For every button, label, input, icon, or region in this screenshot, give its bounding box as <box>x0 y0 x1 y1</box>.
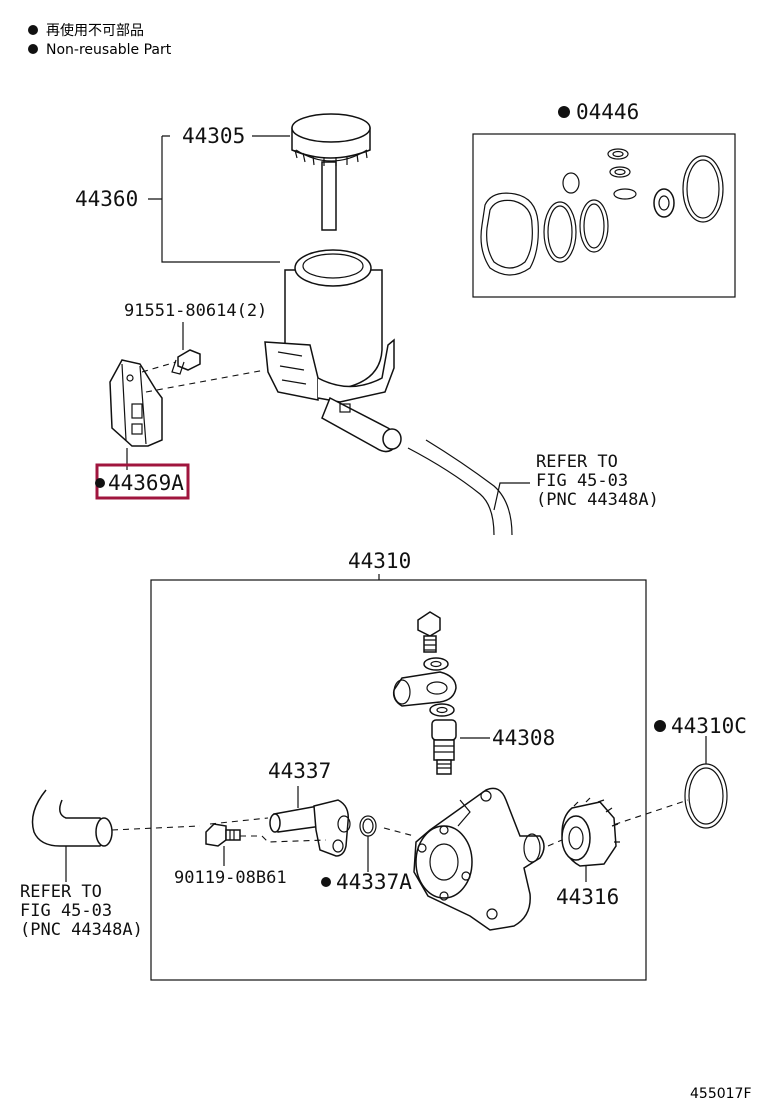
bracket-drawing <box>109 359 163 447</box>
flow-control-valve-drawing <box>431 719 457 775</box>
non-reusable-bullet-icon <box>654 720 666 732</box>
hose-leader <box>111 825 201 831</box>
legend-en: Non-reusable Part <box>46 42 172 58</box>
callout-44305: 44305 <box>182 124 245 148</box>
bolt-90119-drawing <box>205 823 241 847</box>
callout-44337a: 44337A <box>336 870 412 894</box>
suction-hose-drawing <box>31 789 113 847</box>
union-bolt-drawing <box>392 611 457 717</box>
ref-top-line1: REFER TO <box>536 452 618 472</box>
callout-90119: 90119-08B61 <box>174 868 287 888</box>
pump-assembly-box <box>150 579 647 981</box>
non-reusable-bullet-icon <box>95 478 105 488</box>
bolt-leader <box>141 361 177 373</box>
callout-44316: 44316 <box>556 885 619 909</box>
ref-bottom-line3: (PNC 44348A) <box>20 920 143 940</box>
non-reusable-bullet-icon <box>28 44 38 54</box>
ref-bottom-line2: FIG 45-03 <box>20 901 112 921</box>
legend: 再使用不可部品 Non-reusable Part <box>28 22 172 58</box>
bolt-90119-leader <box>240 835 327 843</box>
reservoir-tank-drawing <box>264 249 402 453</box>
figure-code: 455017F <box>690 1086 752 1102</box>
suction-port-union-drawing <box>269 799 351 857</box>
oring-leader <box>603 799 689 829</box>
callout-44360: 44360 <box>75 187 138 211</box>
union-leader <box>209 817 269 825</box>
callout-44310c: 44310C <box>671 714 747 738</box>
leader-44360 <box>148 135 280 263</box>
callout-44337: 44337 <box>268 759 331 783</box>
callout-44369a[interactable]: 44369A <box>108 471 184 495</box>
return-hose-drawing <box>407 439 513 536</box>
pulley-leader <box>547 839 563 847</box>
ref-bottom-line1: REFER TO <box>20 882 102 902</box>
non-reusable-bullet-icon <box>321 877 331 887</box>
seal-kit-box <box>472 133 736 298</box>
callout-44310: 44310 <box>348 549 411 573</box>
bolt-91551-drawing <box>171 349 201 375</box>
oring-44337a-drawing <box>359 815 377 837</box>
bracket-leader <box>145 369 266 393</box>
callout-44308: 44308 <box>492 726 555 750</box>
reservoir-cap-drawing <box>291 113 371 231</box>
leader-ref-top <box>493 482 530 511</box>
oring-44310c-drawing <box>684 763 728 829</box>
non-reusable-bullet-icon <box>558 106 570 118</box>
ref-top-line2: FIG 45-03 <box>536 471 628 491</box>
callout-04446: 04446 <box>576 100 639 124</box>
ref-top-line3: (PNC 44348A) <box>536 490 659 510</box>
pump-body-drawing <box>413 787 545 931</box>
legend-jp: 再使用不可部品 <box>46 22 144 39</box>
oring-44337a-leader <box>383 827 415 837</box>
non-reusable-bullet-icon <box>28 25 38 35</box>
callout-91551: 91551-80614(2) <box>124 301 267 321</box>
pulley-drawing <box>561 797 620 867</box>
